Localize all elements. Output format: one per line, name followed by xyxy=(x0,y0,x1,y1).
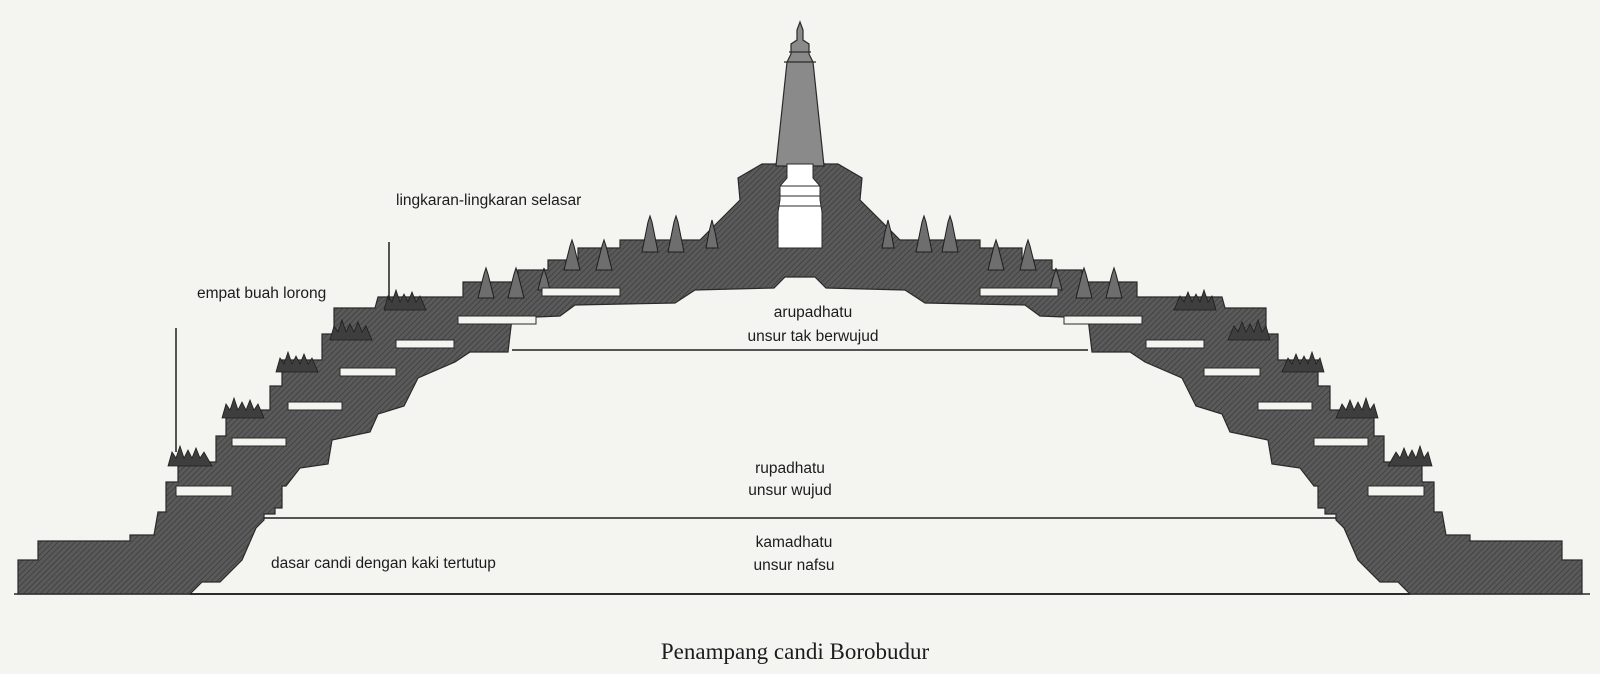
galleries-label: lingkaran-lingkaran selasar xyxy=(396,192,581,209)
terrace-stupas xyxy=(477,214,1123,299)
kamadhatu-sublabel: unsur nafsu xyxy=(754,557,835,574)
terrace-balustrades xyxy=(175,287,1425,497)
main-stupa-spire xyxy=(775,20,825,167)
arupadhatu-label: arupadhatu xyxy=(774,304,852,321)
rupadhatu-sublabel: unsur wujud xyxy=(748,482,832,499)
diagram-caption: Penampang candi Borobudur xyxy=(661,639,930,664)
rupadhatu-label: rupadhatu xyxy=(755,460,825,477)
corridors-label: empat buah lorong xyxy=(197,285,326,302)
kamadhatu-label: kamadhatu xyxy=(756,534,833,551)
base-label: dasar candi dengan kaki tertutup xyxy=(271,555,496,572)
terrace-ornaments xyxy=(167,288,1433,467)
arupadhatu-sublabel: unsur tak berwujud xyxy=(748,328,879,345)
